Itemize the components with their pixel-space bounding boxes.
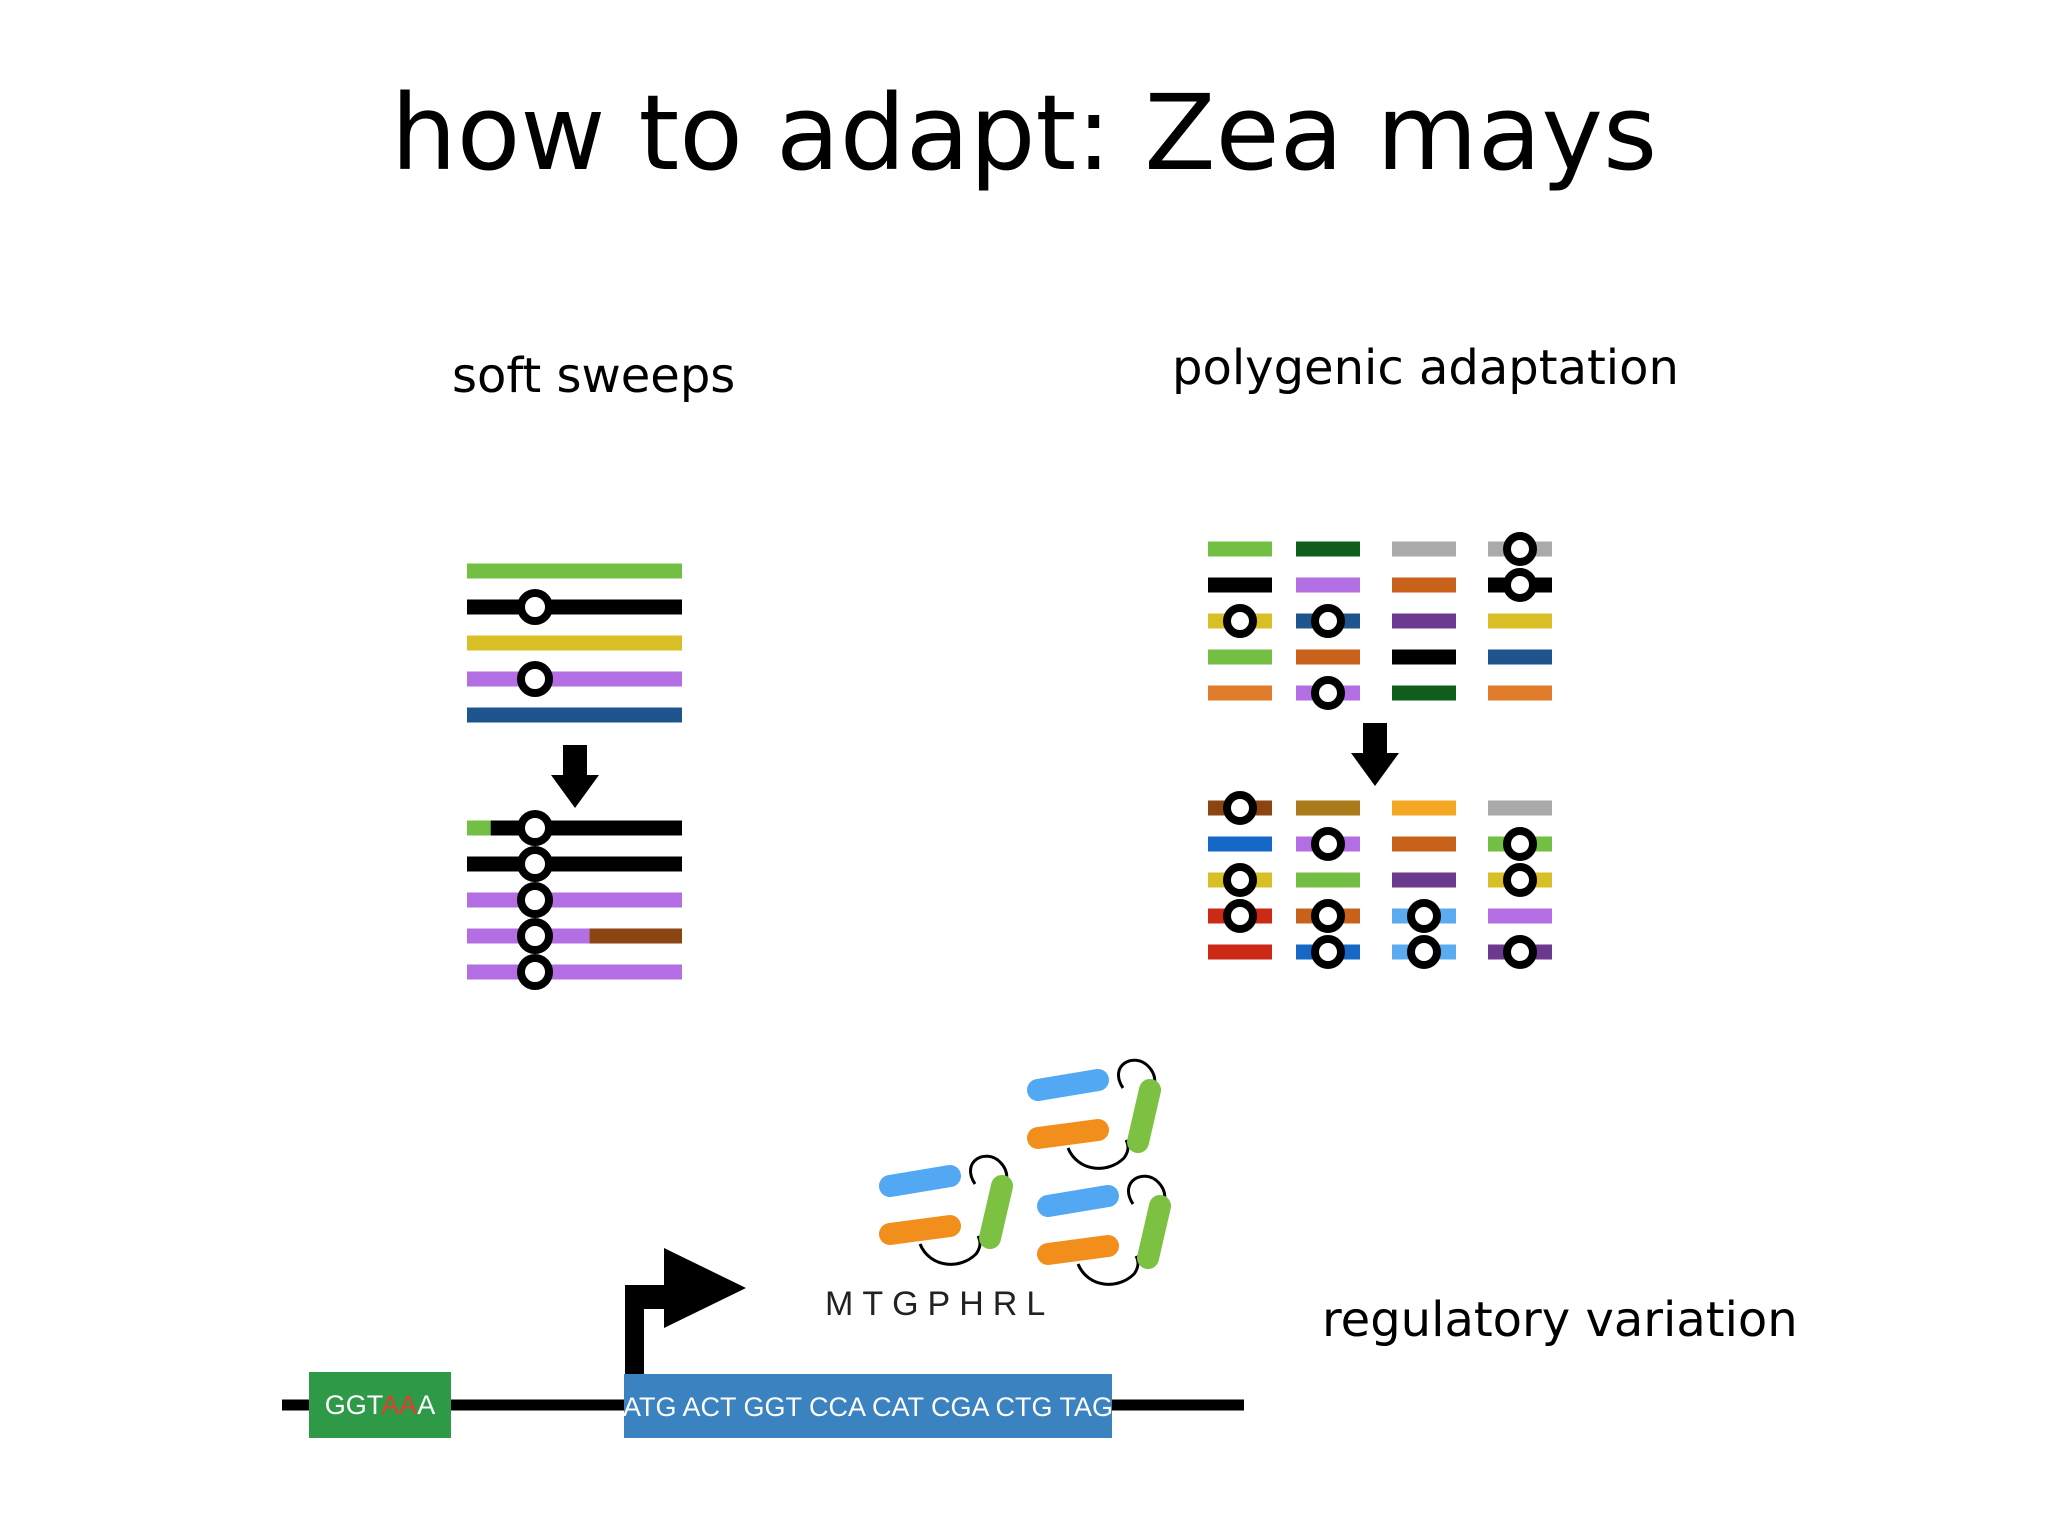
protein-loop <box>1078 1256 1138 1284</box>
haplotype-bar <box>467 965 682 980</box>
locus-bar <box>1392 837 1456 852</box>
enhancer-box: GGTAAA <box>309 1372 451 1438</box>
mutation-marker <box>1507 831 1533 857</box>
haplotype-bar <box>467 636 682 651</box>
mutation-marker <box>1507 536 1533 562</box>
mutation-marker <box>1315 939 1341 965</box>
mutation-marker <box>521 593 549 621</box>
protein-sequence: MTGPHRL <box>825 1285 1054 1323</box>
protein-helix <box>1148 1206 1160 1258</box>
mutation-marker <box>1507 867 1533 893</box>
mutation-marker <box>1411 939 1437 965</box>
protein-icon <box>890 1156 1007 1264</box>
locus-bar <box>1392 650 1456 665</box>
polygenic-after-loci <box>1208 795 1552 965</box>
protein-helix <box>1138 1090 1150 1142</box>
locus-bar <box>1208 945 1272 960</box>
mutation-marker <box>1315 680 1341 706</box>
haplotype-bar <box>467 600 682 615</box>
locus-bar <box>1296 542 1360 557</box>
locus-bar <box>1296 650 1360 665</box>
coding-sequence: ATG ACT GGT CCA CAT CGA CTG TAG <box>623 1392 1113 1422</box>
soft-sweeps-after-haplotypes <box>467 814 682 986</box>
locus-bar <box>1208 578 1272 593</box>
protein-helix <box>890 1176 950 1186</box>
haplotype-bar <box>467 708 682 723</box>
mutation-marker <box>1411 903 1437 929</box>
mutation-marker <box>521 922 549 950</box>
coding-sequence-box: ATG ACT GGT CCA CAT CGA CTG TAG <box>623 1374 1113 1438</box>
locus-bar <box>1208 542 1272 557</box>
locus-bar <box>1392 578 1456 593</box>
protein-icon <box>1038 1060 1155 1168</box>
mutation-marker <box>1315 608 1341 634</box>
polygenic-before-loci <box>1208 536 1552 706</box>
locus-bar <box>1488 650 1552 665</box>
mutation-marker <box>1227 867 1253 893</box>
haplotype-bar <box>467 857 682 872</box>
protein-helix <box>890 1226 950 1234</box>
locus-bar <box>1488 686 1552 701</box>
mutation-marker <box>1315 903 1341 929</box>
mutation-marker <box>1507 939 1533 965</box>
enhancer-sequence: GGTAAA <box>325 1390 436 1420</box>
mutation-marker <box>521 850 549 878</box>
locus-bar <box>1392 614 1456 629</box>
mutation-marker <box>521 814 549 842</box>
polygenic-arrow <box>1351 723 1399 786</box>
protein-helix <box>1038 1080 1098 1090</box>
mutation-marker <box>1227 608 1253 634</box>
haplotype-bar <box>467 672 682 687</box>
protein-structures <box>890 1060 1165 1284</box>
haplotype-bar <box>467 893 682 908</box>
mutation-marker <box>1227 903 1253 929</box>
haplotype-segment <box>467 821 491 836</box>
protein-icon <box>1048 1176 1165 1284</box>
promoter-arrow <box>625 1248 746 1380</box>
locus-bar <box>1488 614 1552 629</box>
locus-bar <box>1296 801 1360 816</box>
haplotype-segment <box>590 929 682 944</box>
locus-bar <box>1208 650 1272 665</box>
mutation-marker <box>1507 572 1533 598</box>
mutation-marker <box>521 665 549 693</box>
locus-bar <box>1488 909 1552 924</box>
protein-helix <box>1048 1246 1108 1254</box>
protein-helix <box>990 1186 1002 1238</box>
locus-bar <box>1488 801 1552 816</box>
locus-bar <box>1296 873 1360 888</box>
locus-bar <box>1392 686 1456 701</box>
protein-loop <box>920 1236 980 1264</box>
locus-bar <box>1392 801 1456 816</box>
locus-bar <box>1208 837 1272 852</box>
locus-bar <box>1392 873 1456 888</box>
mutation-marker <box>521 958 549 986</box>
mutation-marker <box>521 886 549 914</box>
mutation-marker <box>1227 795 1253 821</box>
locus-bar <box>1208 686 1272 701</box>
locus-bar <box>1296 578 1360 593</box>
mutation-marker <box>1315 831 1341 857</box>
soft-sweeps-arrow <box>551 745 599 808</box>
protein-loop <box>1068 1140 1128 1168</box>
protein-helix <box>1048 1196 1108 1206</box>
haplotype-bar <box>467 564 682 579</box>
soft-sweeps-before-haplotypes <box>467 564 682 723</box>
locus-bar <box>1392 542 1456 557</box>
protein-helix <box>1038 1130 1098 1138</box>
